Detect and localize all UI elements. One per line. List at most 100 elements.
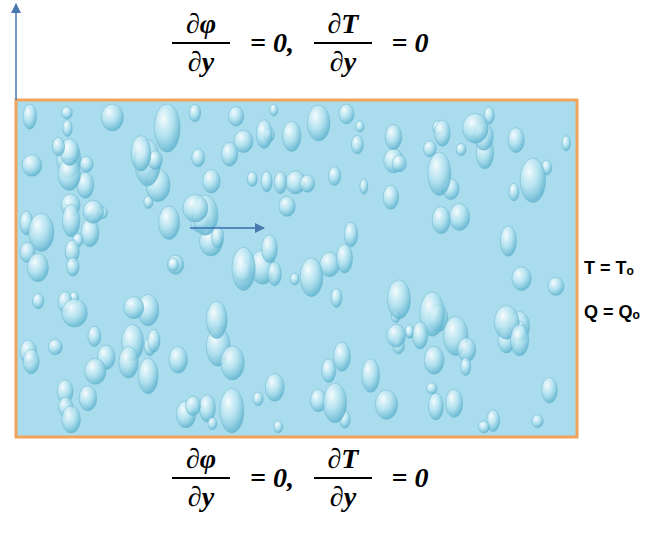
droplet bbox=[500, 226, 516, 256]
droplet bbox=[322, 359, 336, 383]
droplet bbox=[323, 383, 346, 423]
droplet bbox=[52, 137, 64, 156]
droplet bbox=[383, 185, 399, 209]
droplet bbox=[509, 183, 519, 201]
droplet bbox=[131, 136, 151, 172]
droplet bbox=[261, 171, 272, 192]
droplet bbox=[428, 152, 451, 195]
droplet bbox=[300, 258, 323, 297]
droplet bbox=[221, 346, 245, 380]
droplet bbox=[307, 105, 330, 141]
droplet bbox=[80, 156, 93, 172]
bottom-bc-derivative-denominator: ∂y bbox=[188, 483, 214, 511]
droplet bbox=[23, 104, 36, 129]
droplet bbox=[229, 107, 244, 127]
droplet bbox=[124, 297, 144, 319]
droplet bbox=[562, 136, 571, 151]
droplet bbox=[392, 155, 406, 172]
droplet bbox=[33, 294, 44, 309]
droplet bbox=[265, 374, 284, 402]
droplet bbox=[85, 358, 106, 384]
droplet bbox=[23, 349, 39, 374]
water-droplets bbox=[20, 104, 571, 433]
droplet bbox=[203, 170, 221, 193]
fraction-bar bbox=[314, 477, 372, 479]
droplet bbox=[356, 121, 364, 132]
droplet bbox=[62, 204, 80, 236]
droplet bbox=[424, 346, 444, 374]
droplet bbox=[413, 322, 428, 349]
droplet bbox=[256, 120, 272, 149]
droplet bbox=[67, 258, 80, 277]
droplet bbox=[247, 172, 257, 187]
boundary-condition: Q = Qₒ bbox=[584, 303, 640, 321]
droplet bbox=[331, 288, 342, 307]
droplet bbox=[427, 383, 437, 395]
droplet bbox=[206, 301, 227, 338]
droplet bbox=[220, 388, 244, 433]
droplet bbox=[300, 175, 315, 192]
droplet bbox=[435, 120, 451, 146]
droplet bbox=[61, 107, 72, 119]
droplet bbox=[456, 143, 466, 155]
droplet bbox=[532, 415, 543, 428]
top-bc-equals-zero: = 0, bbox=[250, 29, 294, 57]
droplet bbox=[351, 135, 363, 154]
droplet bbox=[542, 377, 558, 403]
droplet bbox=[63, 120, 72, 137]
droplet bbox=[62, 299, 88, 327]
droplet bbox=[62, 406, 81, 433]
droplet bbox=[463, 113, 489, 143]
droplet bbox=[279, 196, 295, 216]
droplet bbox=[183, 195, 208, 223]
flow-arrow bbox=[190, 227, 264, 229]
bottom-bc-equals-zero: = 0 bbox=[392, 464, 429, 492]
droplet bbox=[388, 280, 411, 319]
top-bc-derivative-denominator: ∂y bbox=[330, 48, 356, 76]
top-bc-derivative-numerator: ∂φ bbox=[186, 10, 216, 38]
droplet bbox=[432, 207, 450, 234]
droplet bbox=[83, 200, 104, 223]
droplet bbox=[336, 244, 352, 273]
droplet bbox=[282, 121, 301, 151]
bottom-bc-derivative-numerator: ∂φ bbox=[186, 445, 216, 473]
top-bc-equals-zero: = 0 bbox=[392, 29, 429, 57]
water-domain bbox=[16, 100, 577, 437]
bottom-bc-derivative-denominator: ∂y bbox=[330, 483, 356, 511]
droplet bbox=[334, 342, 351, 371]
droplet bbox=[262, 235, 278, 263]
droplet bbox=[168, 258, 179, 271]
droplet bbox=[274, 421, 283, 433]
droplet bbox=[101, 104, 123, 131]
droplet bbox=[212, 226, 224, 248]
droplet bbox=[461, 358, 471, 376]
droplet bbox=[253, 392, 263, 406]
droplet bbox=[344, 222, 357, 247]
droplet bbox=[148, 329, 160, 352]
boundary-condition: T = Tₒ bbox=[584, 259, 634, 277]
droplet bbox=[27, 253, 48, 282]
bottom-bc-equals-zero: = 0, bbox=[250, 464, 294, 492]
droplet bbox=[189, 104, 201, 122]
droplet bbox=[450, 203, 470, 230]
droplet bbox=[268, 262, 282, 286]
top-bc-derivative-denominator: ∂y bbox=[188, 48, 214, 76]
droplet bbox=[270, 104, 278, 116]
droplet bbox=[232, 247, 255, 290]
droplet bbox=[429, 393, 444, 420]
droplet bbox=[88, 326, 101, 346]
top-bc-derivative-numerator: ∂T bbox=[328, 10, 359, 38]
droplet bbox=[328, 167, 340, 186]
droplet bbox=[22, 155, 42, 177]
droplet bbox=[48, 339, 62, 355]
droplet bbox=[548, 277, 564, 295]
axis-arrow bbox=[15, 4, 17, 100]
droplet bbox=[512, 267, 531, 291]
droplet bbox=[510, 325, 528, 356]
droplet bbox=[446, 389, 463, 417]
droplet bbox=[479, 421, 490, 433]
droplet bbox=[138, 358, 158, 394]
bottom-bc-derivative-numerator: ∂T bbox=[328, 445, 359, 473]
droplet bbox=[167, 255, 184, 274]
